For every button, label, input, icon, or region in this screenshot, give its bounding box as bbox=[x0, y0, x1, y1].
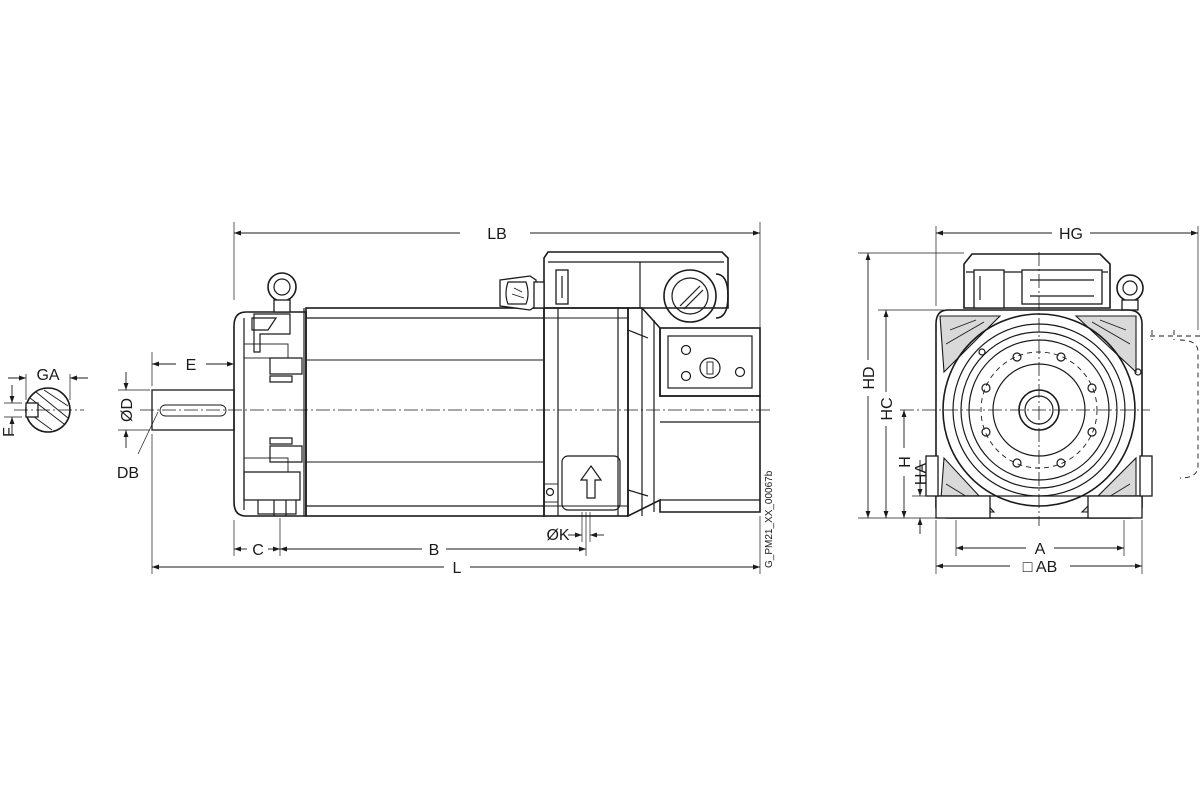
label-ha: HA bbox=[913, 463, 930, 486]
stator-body bbox=[305, 307, 545, 517]
label-e: E bbox=[186, 357, 197, 374]
side-view bbox=[140, 251, 770, 518]
label-a: A bbox=[1035, 541, 1046, 558]
label-ab: □ AB bbox=[1023, 559, 1058, 576]
shaft-section-view bbox=[4, 374, 88, 435]
label-hg: HG bbox=[1059, 226, 1083, 243]
label-db: DB bbox=[117, 465, 139, 482]
label-h: H bbox=[897, 456, 914, 468]
label-c: C bbox=[252, 542, 264, 559]
label-hc: HC bbox=[879, 397, 896, 420]
front-view bbox=[900, 252, 1200, 526]
rotation-plate bbox=[561, 455, 621, 511]
label-l: L bbox=[453, 560, 462, 577]
label-k: ØK bbox=[546, 527, 569, 544]
terminal-box bbox=[543, 251, 729, 309]
label-ga: GA bbox=[36, 367, 59, 384]
rotation-arrow-icon bbox=[579, 464, 603, 499]
label-b: B bbox=[429, 542, 440, 559]
bolt-holes bbox=[978, 348, 1142, 468]
label-lb: LB bbox=[487, 226, 507, 243]
label-f: F bbox=[1, 427, 18, 437]
label-d: ØD bbox=[119, 398, 136, 422]
drawing-reference: G_PM21_XX_00067b bbox=[764, 470, 775, 568]
label-hd: HD bbox=[861, 366, 878, 389]
